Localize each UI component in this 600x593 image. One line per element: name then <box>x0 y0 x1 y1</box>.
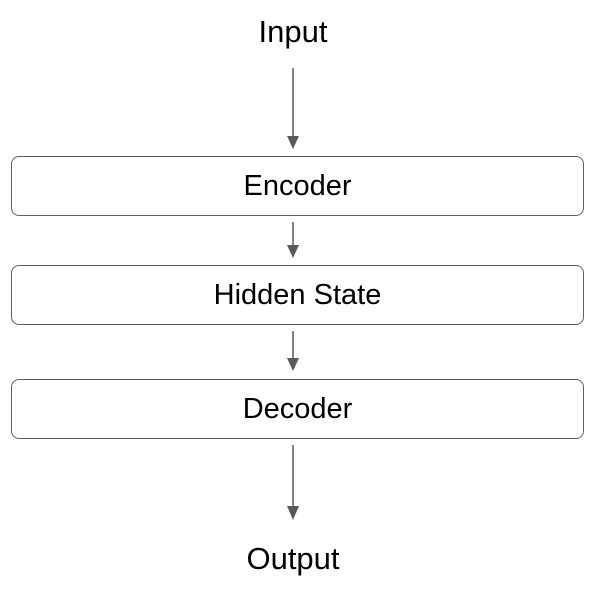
decoder-label: Decoder <box>242 393 353 425</box>
encoder-box: Encoder <box>11 156 584 216</box>
output-label: Output <box>246 541 340 576</box>
input-label: Input <box>258 14 328 49</box>
decoder-box: Decoder <box>11 379 584 439</box>
arrow-input-to-encoder <box>287 68 299 149</box>
arrow-decoder-to-output <box>287 445 299 520</box>
hidden-state-box: Hidden State <box>11 265 584 325</box>
encoder-label: Encoder <box>243 170 352 202</box>
arrow-hidden-state-to-decoder <box>287 331 299 371</box>
arrow-encoder-to-hidden-state <box>287 222 299 258</box>
hidden-state-label: Hidden State <box>213 279 382 311</box>
